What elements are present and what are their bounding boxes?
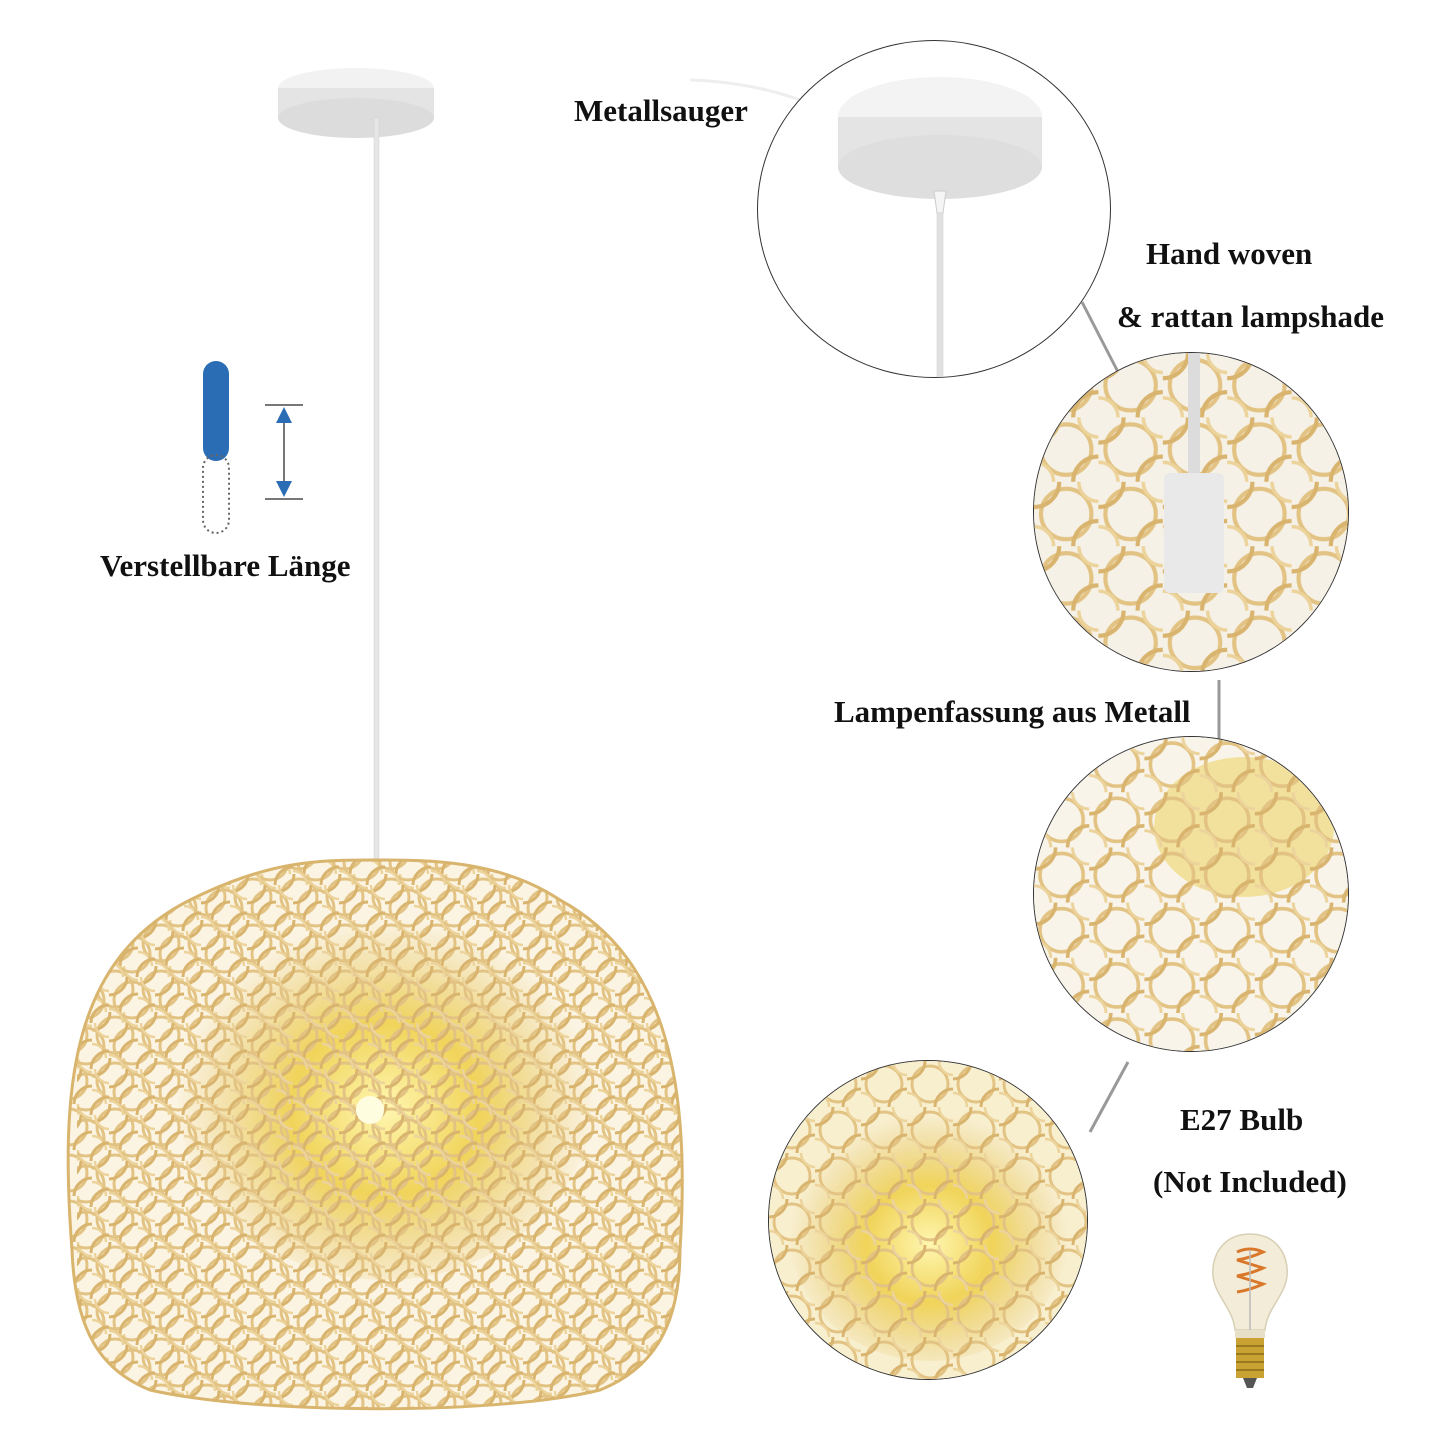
bulb-leader-line — [1088, 1061, 1130, 1133]
socket-leader-line — [1217, 680, 1221, 740]
main-lamp — [0, 0, 720, 1445]
shade-leader-line — [1080, 301, 1120, 373]
cord — [373, 117, 380, 864]
e27-bulb-icon — [1205, 1230, 1295, 1395]
shade-detail-circle — [1033, 352, 1349, 672]
canopy-detail-circle — [757, 40, 1111, 378]
main-lamp-illustration — [66, 68, 684, 1411]
shade-label-line1: Hand woven — [1146, 236, 1313, 271]
adjustable-length-label: Verstellbare Länge — [100, 548, 351, 583]
socket-label: Lampenfassung aus Metall — [834, 694, 1191, 729]
bulb-label-line2: (Not Included) — [1153, 1164, 1347, 1199]
bulb-label-line1: E27 Bulb — [1180, 1102, 1304, 1137]
canopy-label: Metallsauger — [574, 93, 748, 128]
shade-label-line2: & rattan lampshade — [1117, 299, 1384, 334]
socket-detail-circle — [1033, 736, 1349, 1052]
adjustable-length-icon — [195, 355, 315, 545]
lit-shade-detail-circle — [768, 1060, 1088, 1380]
canopy-leader-line — [690, 78, 801, 102]
